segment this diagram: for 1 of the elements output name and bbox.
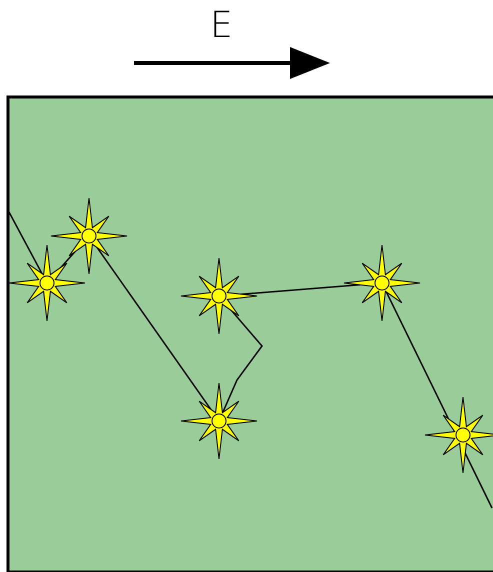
field-label: E — [210, 4, 233, 48]
